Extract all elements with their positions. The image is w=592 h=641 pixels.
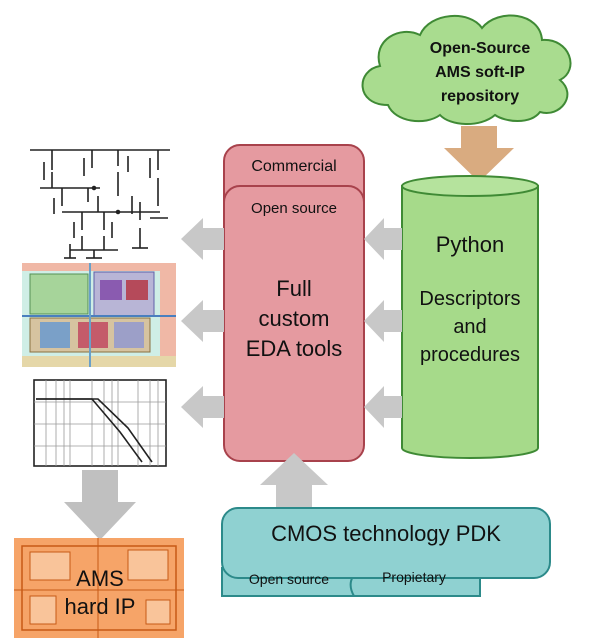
python-desc-line3: procedures — [419, 344, 521, 366]
eda-arrow-3 — [181, 386, 224, 428]
pdk-to-eda-arrow — [260, 453, 328, 508]
python-arrow-1 — [364, 218, 402, 260]
layout-icon — [22, 263, 176, 367]
pdk-box — [221, 507, 551, 597]
eda-arrow-1 — [181, 218, 224, 260]
hard-ip-label-line1: AMS — [76, 566, 124, 591]
python-arrow-3 — [364, 386, 402, 428]
hard-ip-layout-icon — [14, 538, 184, 638]
cloud-label-line1: Open-Source — [429, 40, 531, 57]
eda-title-line1: Full — [276, 276, 312, 301]
hard-ip-label-line2: hard IP — [64, 594, 136, 619]
bode-plot-icon — [33, 379, 167, 467]
cloud-label-line3: repository — [440, 88, 520, 105]
cloud-to-python-arrow — [444, 126, 514, 182]
eda-to-output-arrows — [181, 218, 224, 428]
plot-to-hardip-arrow — [64, 470, 136, 540]
python-to-eda-arrows — [364, 218, 402, 428]
schematic-icon — [30, 149, 170, 259]
python-cylinder — [401, 175, 539, 459]
pdk-main — [221, 507, 551, 579]
python-arrow-2 — [364, 300, 402, 342]
python-desc-line1: Descriptors — [419, 288, 521, 310]
pdk-open-source-label: Open source — [248, 571, 330, 587]
eda-tools-stack — [223, 144, 365, 462]
python-title: Python — [435, 232, 505, 257]
commercial-tab-label: Commercial — [251, 158, 337, 175]
open-source-tab-label: Open source — [251, 200, 337, 217]
pdk-propietary-label: Propietary — [382, 569, 446, 585]
eda-title-line2: custom — [258, 306, 330, 331]
soft-ip-repository-cloud — [361, 14, 572, 125]
pdk-title: CMOS technology PDK — [271, 521, 501, 546]
eda-title-line3: EDA tools — [245, 336, 343, 361]
python-desc-line2: and — [453, 316, 487, 338]
cloud-label-line2: AMS soft-IP — [435, 64, 525, 81]
eda-arrow-2 — [181, 300, 224, 342]
